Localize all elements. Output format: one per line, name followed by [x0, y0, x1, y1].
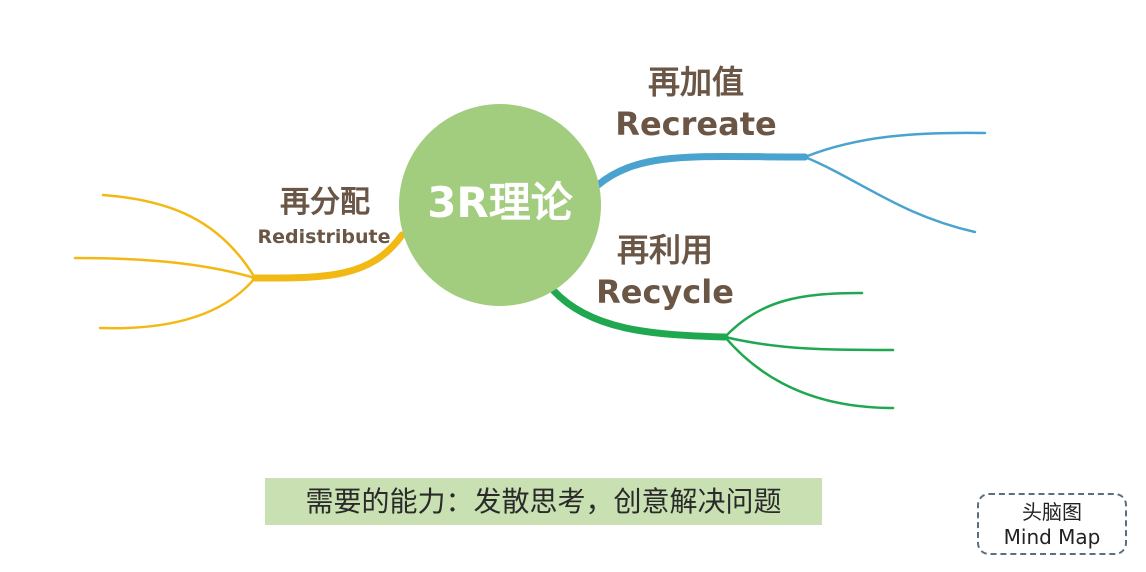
- sub-branch: [98, 276, 257, 330]
- mind-map-badge: 头脑图 Mind Map: [977, 493, 1127, 555]
- sub-branch: [803, 155, 977, 234]
- badge-cn: 头脑图: [1022, 500, 1082, 524]
- branch-recycle-line: [549, 286, 729, 341]
- branch-recreate-cn: 再加值: [647, 63, 744, 101]
- branch-recreate-en: Recreate: [615, 105, 777, 143]
- badge-en: Mind Map: [1003, 525, 1101, 549]
- sub-branch: [101, 193, 257, 280]
- sub-branch: [803, 131, 987, 159]
- branch-recreate-line: [594, 152, 809, 189]
- skills-banner: 需要的能力：发散思考，创意解决问题: [265, 478, 822, 525]
- branch-recycle-cn: 再利用: [616, 231, 713, 269]
- center-label: 3R理论: [427, 178, 573, 227]
- sub-branch: [723, 335, 895, 352]
- branch-redistribute-cn: 再分配: [280, 185, 370, 220]
- branch-redistribute-en: Redistribute: [257, 226, 391, 248]
- sub-branch: [723, 335, 895, 410]
- branch-recycle-en: Recycle: [596, 273, 734, 311]
- sub-branch: [723, 291, 864, 339]
- branch-redistribute-line: [251, 231, 406, 282]
- sub-branch: [73, 256, 257, 280]
- center-node: [399, 104, 601, 306]
